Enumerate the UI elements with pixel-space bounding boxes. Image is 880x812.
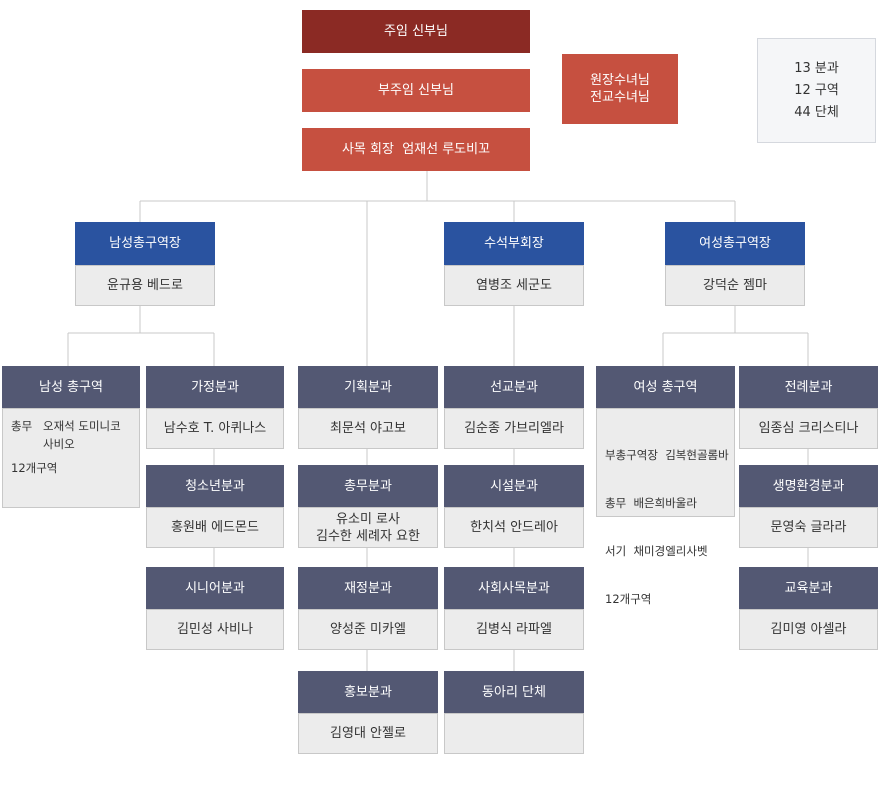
- division-name-label: 한치석 안드레아: [470, 520, 558, 535]
- female-head-title: 여성총구역장: [665, 222, 805, 265]
- male-head-name: 윤규용 베드로: [75, 265, 215, 306]
- male-district-title-label: 남성 총구역: [39, 379, 103, 395]
- district-count: 12개구역: [11, 461, 58, 475]
- division-title-label: 선교분과: [490, 379, 538, 395]
- division-title-label: 기획분과: [344, 379, 392, 395]
- division-title-label: 청소년분과: [185, 478, 245, 494]
- division-name-label: 홍원배 에드몬드: [171, 520, 259, 535]
- education-division-name: 김미영 아셀라: [739, 609, 878, 650]
- division-name-label: 문영숙 글라라: [770, 520, 847, 535]
- stat-groups: 44 단체: [794, 104, 839, 120]
- division-name-label: 김민성 사비나: [177, 622, 253, 637]
- liturgy-division-title: 전례분과: [739, 366, 878, 408]
- environment-division-title: 생명환경분과: [739, 465, 878, 507]
- female-district-row: 서기 채미경엘리사벳: [605, 544, 708, 558]
- facility-division-name: 한치석 안드레아: [444, 507, 584, 548]
- vice-chair-name-label: 염병조 세군도: [476, 278, 552, 293]
- finance-division-name: 양성준 미카엘: [298, 609, 438, 650]
- division-name-label: 김미영 아셀라: [770, 622, 847, 637]
- assistant-pastor-label: 부주임 신부님: [378, 83, 454, 98]
- division-name-label: 김수한 세례자 요한: [316, 528, 420, 544]
- vice-chair-title-label: 수석부회장: [484, 236, 544, 251]
- senior-division-name: 김민성 사비나: [146, 609, 284, 650]
- division-title-label: 홍보분과: [344, 684, 392, 700]
- clubs-title: 동아리 단체: [444, 671, 584, 713]
- male-district-details: 총무 오재석 도미니코 사비오 12개구역: [2, 408, 140, 508]
- senior-division-title: 시니어분과: [146, 567, 284, 609]
- division-name-label: 김순종 가브리엘라: [464, 421, 564, 436]
- division-name-label: 유소미 로사: [336, 511, 400, 527]
- division-title-label: 시설분과: [490, 478, 538, 494]
- social-division-title: 사회사목분과: [444, 567, 584, 609]
- stat-divisions: 13 분과: [794, 60, 839, 76]
- council-chair-label: 사목 회장 엄재선 루도비꼬: [341, 142, 491, 157]
- division-title-label: 시니어분과: [185, 580, 245, 596]
- planning-division-title: 기획분과: [298, 366, 438, 408]
- youth-division-title: 청소년분과: [146, 465, 284, 507]
- finance-division-title: 재정분과: [298, 567, 438, 609]
- division-name-label: 김영대 안젤로: [330, 726, 406, 741]
- council-chair-box: 사목 회장 엄재선 루도비꼬: [302, 128, 530, 171]
- female-district-title-label: 여성 총구역: [633, 379, 698, 395]
- vice-chair-name: 염병조 세군도: [444, 265, 584, 306]
- division-title-label: 전례분과: [784, 379, 833, 395]
- pr-division-name: 김영대 안젤로: [298, 713, 438, 754]
- female-district-row: 부총구역장 김복현골롬바: [605, 448, 729, 462]
- sisters-box: 원장수녀님 전교수녀님: [562, 54, 678, 124]
- family-division-title: 가정분과: [146, 366, 284, 408]
- youth-division-name: 홍원배 에드몬드: [146, 507, 284, 548]
- male-head-title-label: 남성총구역장: [109, 236, 181, 251]
- division-title-label: 교육분과: [784, 580, 833, 596]
- social-division-name: 김병식 라파엘: [444, 609, 584, 650]
- female-district-row: 12개구역: [605, 592, 652, 606]
- male-district-role-row: 총무 오재석 도미니코 사비오: [11, 417, 131, 453]
- general-division-names: 유소미 로사 김수한 세례자 요한: [298, 507, 438, 548]
- division-title-label: 사회사목분과: [478, 580, 550, 596]
- stat-districts: 12 구역: [794, 82, 839, 98]
- division-title-label: 가정분과: [191, 379, 239, 395]
- female-district-title: 여성 총구역: [596, 366, 735, 408]
- family-division-name: 남수호 T. 아퀴나스: [146, 408, 284, 449]
- male-district-title: 남성 총구역: [2, 366, 140, 408]
- female-head-title-label: 여성총구역장: [699, 236, 771, 251]
- division-name-label: 남수호 T. 아퀴나스: [163, 421, 267, 436]
- planning-division-name: 최문석 야고보: [298, 408, 438, 449]
- female-head-name: 강덕순 젬마: [665, 265, 805, 306]
- male-head-title: 남성총구역장: [75, 222, 215, 265]
- facility-division-title: 시설분과: [444, 465, 584, 507]
- role-value: 오재석 도미니코 사비오: [43, 419, 121, 451]
- mission-division-title: 선교분과: [444, 366, 584, 408]
- clubs-body: [444, 713, 584, 754]
- pastor-label: 주임 신부님: [384, 24, 448, 39]
- male-head-name-label: 윤규용 베드로: [107, 278, 183, 293]
- sister-label: 전교수녀님: [590, 90, 650, 105]
- stats-box: 13 분과 12 구역 44 단체: [757, 38, 876, 143]
- female-head-name-label: 강덕순 젬마: [703, 278, 767, 293]
- division-name-label: 임종심 크리스티나: [758, 421, 859, 436]
- education-division-title: 교육분과: [739, 567, 878, 609]
- division-title-label: 재정분과: [344, 580, 392, 596]
- division-name-label: 양성준 미카엘: [330, 622, 406, 637]
- pr-division-title: 홍보분과: [298, 671, 438, 713]
- general-division-title: 총무분과: [298, 465, 438, 507]
- division-title-label: 생명환경분과: [772, 478, 845, 494]
- division-name-label: 김병식 라파엘: [476, 622, 552, 637]
- pastor-box: 주임 신부님: [302, 10, 530, 53]
- role-key: 총무: [11, 419, 33, 433]
- liturgy-division-name: 임종심 크리스티나: [739, 408, 878, 449]
- mission-division-name: 김순종 가브리엘라: [444, 408, 584, 449]
- division-name-label: 최문석 야고보: [330, 421, 406, 436]
- female-district-details: 부총구역장 김복현골롬바 총무 배은희바울라 서기 채미경엘리사벳 12개구역: [596, 408, 735, 606]
- sister-label: 원장수녀님: [590, 73, 650, 88]
- assistant-pastor-box: 부주임 신부님: [302, 69, 530, 112]
- environment-division-name: 문영숙 글라라: [739, 507, 878, 548]
- female-district-row: 총무 배은희바울라: [605, 496, 697, 510]
- division-title-label: 총무분과: [344, 478, 392, 494]
- vice-chair-title: 수석부회장: [444, 222, 584, 265]
- division-title-label: 동아리 단체: [482, 684, 546, 700]
